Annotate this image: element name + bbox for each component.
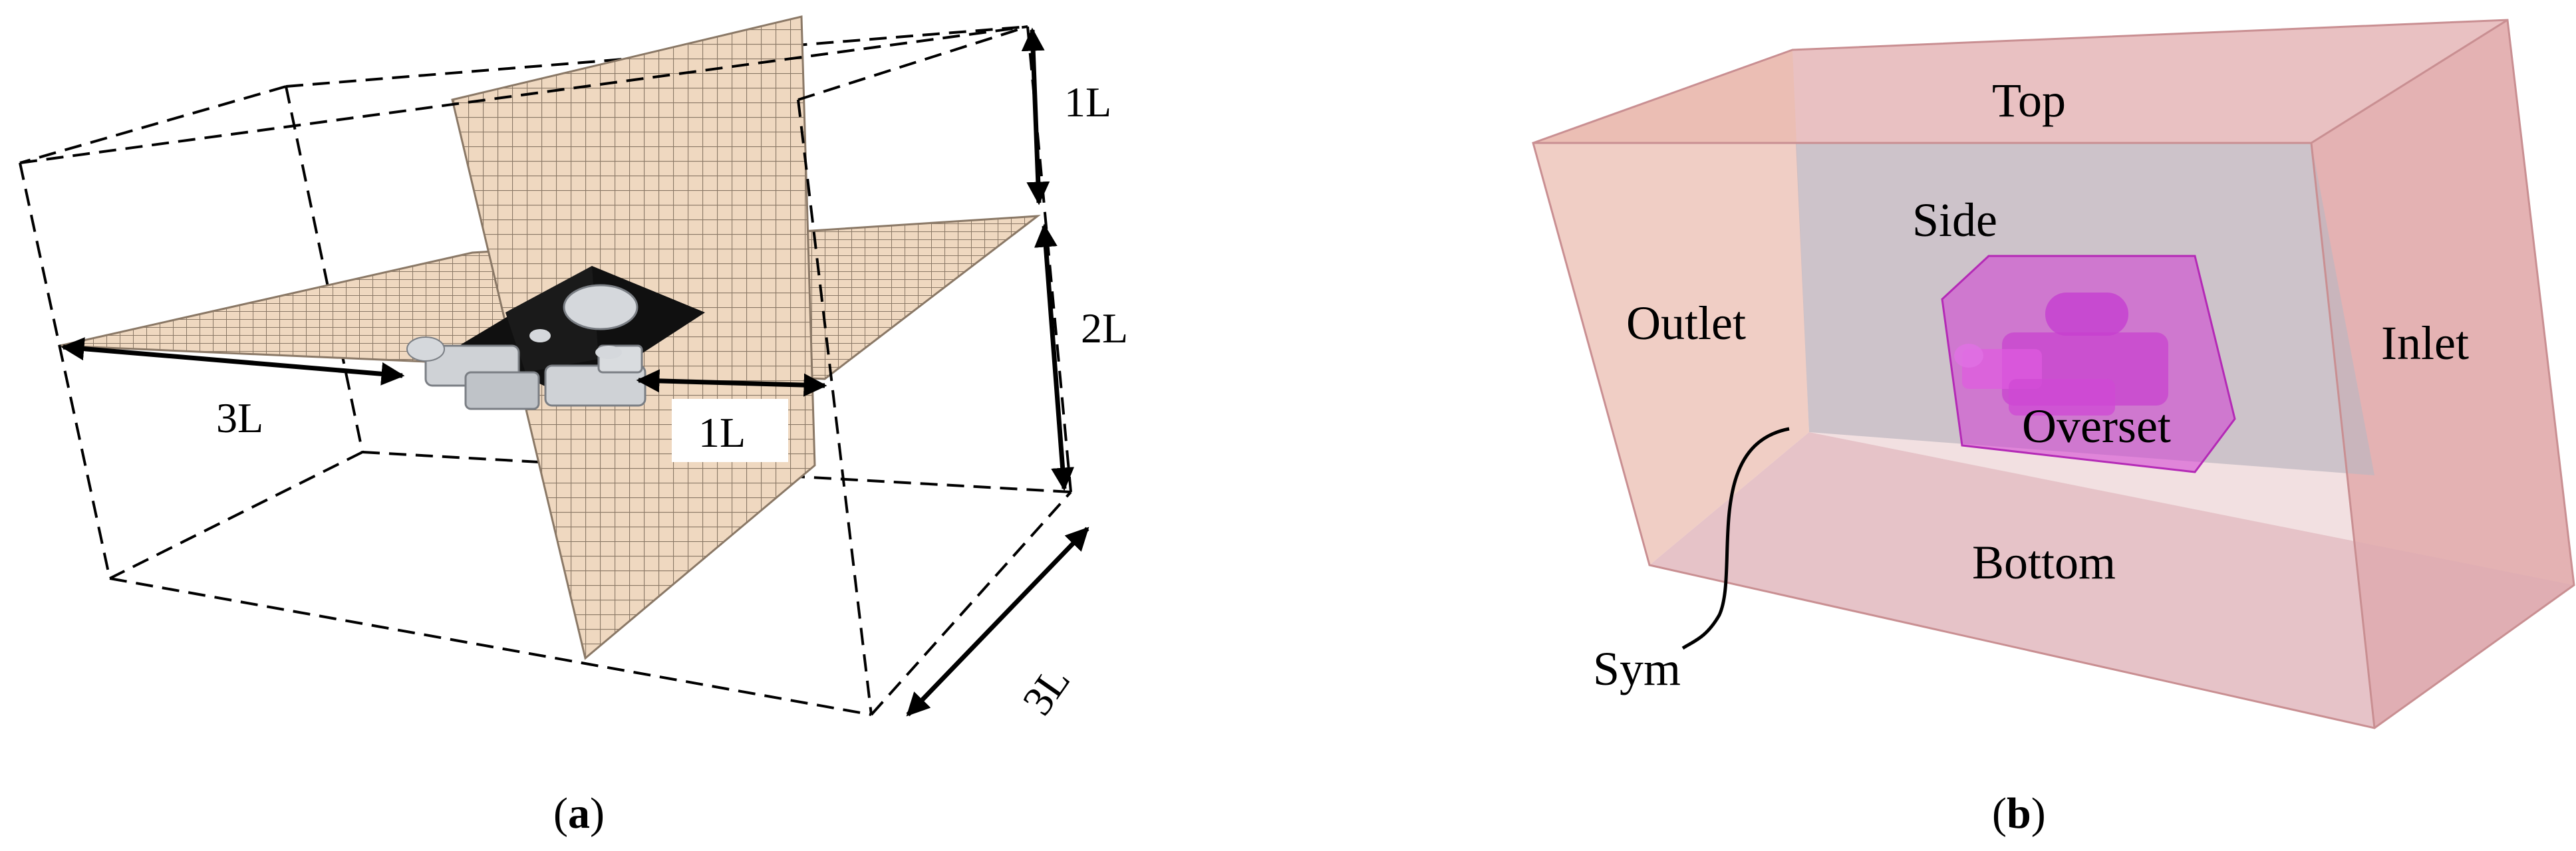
top-height-arrow <box>1021 27 1050 205</box>
sym-leader-line <box>1681 427 1790 650</box>
domain-edges <box>1532 19 2575 729</box>
label-bottom: Bottom <box>1972 536 2116 589</box>
label-width: 3L <box>1013 658 1079 723</box>
label-downstream-length: 1L <box>698 409 746 456</box>
label-top: Top <box>1992 74 2066 127</box>
downstream-length-arrow <box>636 369 827 397</box>
panel-a-caption: (a) <box>553 789 605 838</box>
panel-a: 1L 2L 3L 1L 3L (a) <box>19 15 1128 838</box>
label-downstream-box <box>672 399 788 462</box>
label-inlet: Inlet <box>2381 316 2469 370</box>
panel-b: Top Side Outlet Inlet Overset Bottom Sym… <box>1532 19 2575 838</box>
label-side: Side <box>1912 193 1997 247</box>
upstream-length-arrow <box>61 337 405 386</box>
label-side-height: 2L <box>1081 304 1128 352</box>
side-height-arrow <box>1034 223 1075 491</box>
outlet-face <box>1533 50 1809 565</box>
dimension-arrows <box>61 27 1089 717</box>
label-top-height: 1L <box>1064 78 1111 126</box>
width-arrow <box>906 527 1089 717</box>
panel-b-caption: (b) <box>1992 789 2046 838</box>
label-overset: Overset <box>2022 400 2171 453</box>
bottom-face <box>1649 432 2574 728</box>
label-outlet: Outlet <box>1626 297 1746 350</box>
label-sym: Sym <box>1593 642 1681 695</box>
label-upstream-length: 3L <box>216 394 263 441</box>
overset-region <box>1941 255 2236 473</box>
vehicle-model <box>406 266 705 410</box>
